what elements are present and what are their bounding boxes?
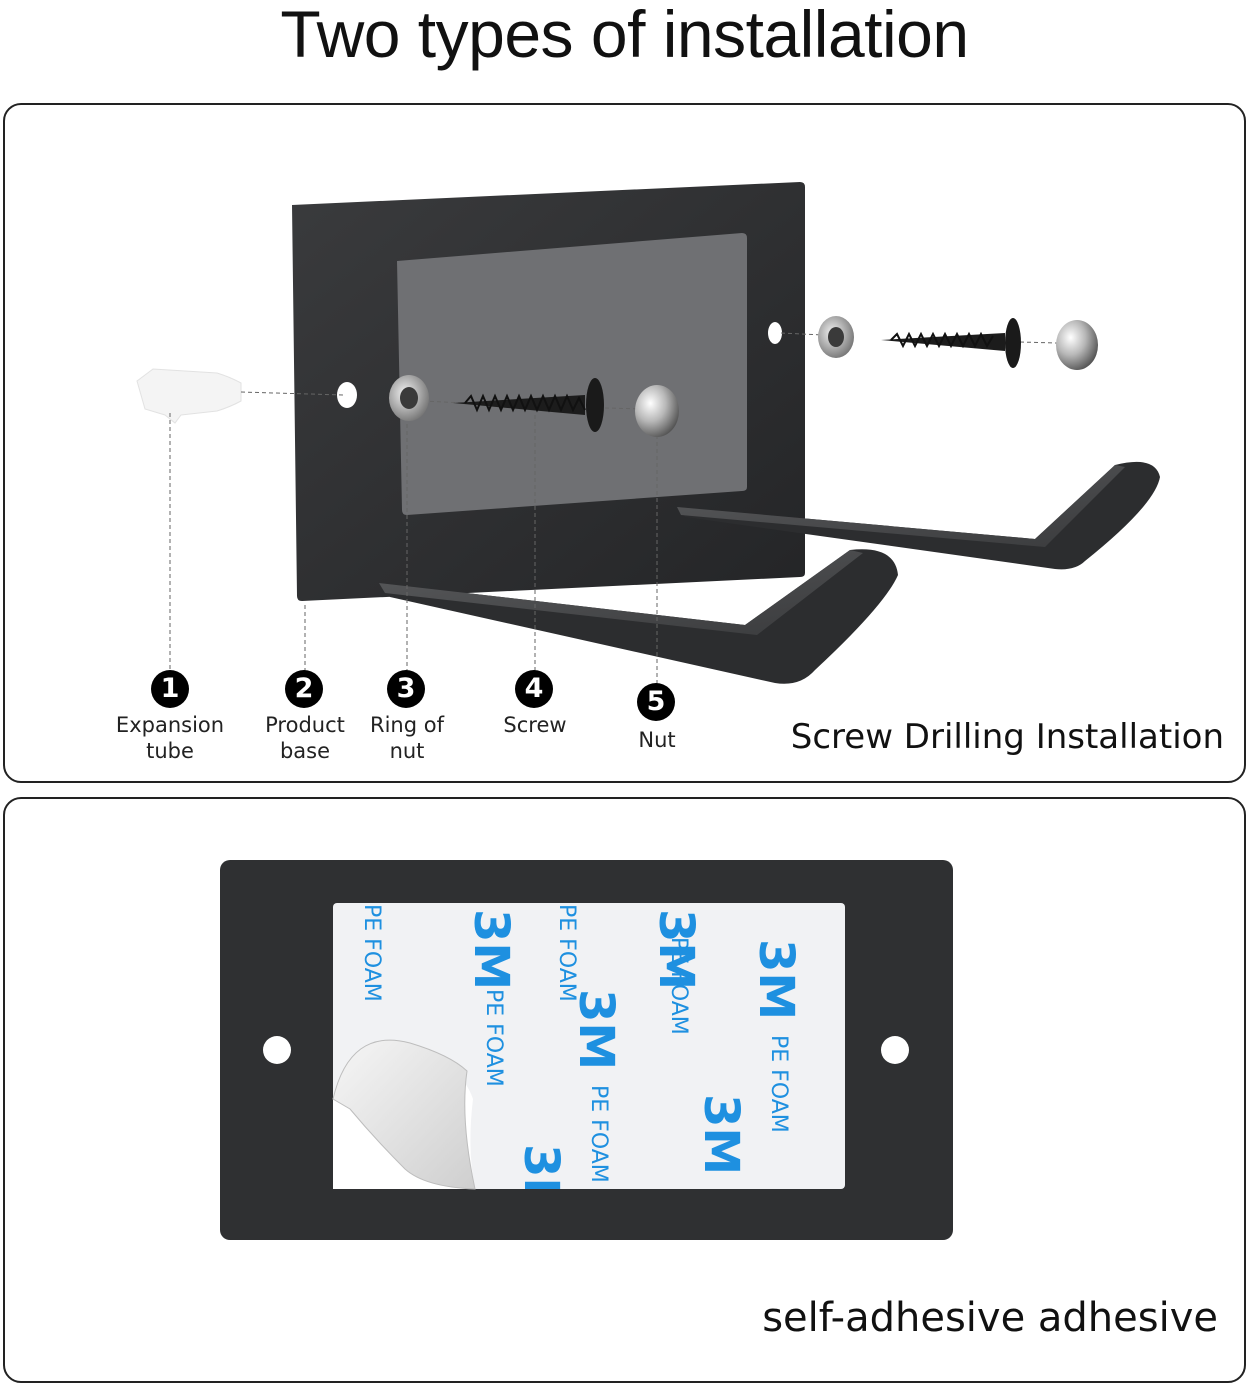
peeled-corner [332, 1039, 476, 1190]
adhesive-plate-illustration: 3M PE FOAM 3M PE FOAM 3M PE FOAM 3M PE F… [220, 860, 953, 1240]
tape-text-5: PE FOAM [359, 904, 384, 1002]
right-mount-hole [881, 1036, 909, 1064]
part-5-label: Nut [592, 727, 722, 753]
part-1-number: 1 [151, 670, 189, 708]
screw-installation-illustration [136, 182, 1160, 685]
part-4-number: 4 [515, 670, 553, 708]
left-hook [379, 549, 898, 684]
part-3-label-line2: nut [389, 739, 425, 763]
part-5-label-line1: Nut [638, 728, 676, 752]
adhesive-installation-panel: 3M PE FOAM 3M PE FOAM 3M PE FOAM 3M PE F… [3, 797, 1246, 1383]
guide-lines [169, 332, 1058, 685]
tape-brand-4: 3M [748, 939, 804, 1020]
part-2-label-line1: Product [265, 713, 345, 737]
part-2-number: 2 [285, 670, 323, 708]
tape-text-6: PE FOAM [554, 904, 579, 1002]
tape-brand-3: 3M [648, 909, 704, 990]
expansion-tube [136, 368, 242, 424]
part-1-label-line2: tube [146, 739, 194, 763]
tape-brand-2: 3M [568, 989, 624, 1070]
tape-print: 3M PE FOAM 3M PE FOAM 3M PE FOAM 3M PE F… [359, 904, 804, 1225]
screw-installation-panel: 1 Expansion tube 2 Product base 3 Ring o… [3, 103, 1246, 783]
page-title: Two types of installation [280, 0, 969, 71]
tape-text-2: PE FOAM [586, 1085, 611, 1183]
nut-left [635, 385, 679, 437]
ring-of-nut-right [818, 316, 854, 358]
part-4-label-line1: Screw [503, 713, 567, 737]
part-4-label: Screw [470, 712, 600, 738]
ring-of-nut-left [389, 375, 429, 421]
tape-brand-5: 3M [693, 1094, 749, 1175]
tape-brand-1: 3M [463, 909, 519, 990]
tape-text-3: PE FOAM [666, 937, 691, 1035]
right-hook [677, 461, 1160, 570]
adhesive-installation-caption: self-adhesive adhesive [762, 1295, 1218, 1341]
screw-right [881, 318, 1021, 368]
part-1-label: Expansion tube [105, 712, 235, 764]
screw-left [453, 378, 604, 432]
nut-right [1056, 320, 1098, 370]
part-3-number: 3 [387, 670, 425, 708]
product-base-plate [292, 182, 805, 601]
part-2-label-line2: base [279, 739, 331, 763]
tape-brand-6: 3M [513, 1144, 569, 1225]
part-1-label-line1: Expansion [115, 713, 225, 737]
part-2-label: Product base [240, 712, 370, 764]
tape-text-4: PE FOAM [766, 1035, 791, 1133]
part-5-number: 5 [637, 683, 675, 721]
part-3-label: Ring of nut [342, 712, 472, 764]
left-mount-hole [263, 1036, 291, 1064]
part-3-label-line1: Ring of [370, 713, 444, 737]
tape-text-1: PE FOAM [481, 989, 506, 1087]
screw-installation-caption: Screw Drilling Installation [790, 717, 1224, 757]
